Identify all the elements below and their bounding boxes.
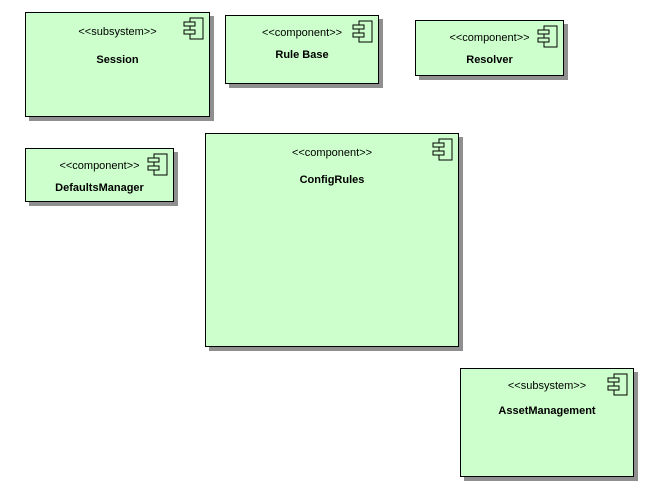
- component-defaultsmanager[interactable]: <<component>> DefaultsManager: [25, 148, 174, 202]
- component-resolver[interactable]: <<component>> Resolver: [415, 20, 564, 76]
- stereotype-label: <<subsystem>>: [78, 26, 157, 38]
- component-configrules[interactable]: <<component>> ConfigRules: [205, 133, 459, 347]
- stereotype-label: <<component>>: [449, 32, 530, 44]
- uml-component-icon: [607, 373, 628, 396]
- stereotype-label: <<component>>: [291, 147, 373, 159]
- component-name: ConfigRules: [299, 174, 365, 186]
- uml-component-icon: [147, 153, 168, 176]
- component-assetmanagement[interactable]: <<subsystem>> AssetManagement: [460, 368, 634, 477]
- uml-component-icon: [352, 20, 373, 43]
- stereotype-label: <<component>>: [261, 27, 343, 39]
- uml-component-icon: [183, 17, 204, 40]
- component-name: Session: [96, 54, 139, 66]
- uml-component-icon: [537, 25, 558, 48]
- component-name: DefaultsManager: [55, 182, 144, 194]
- stereotype-label: <<subsystem>>: [507, 380, 587, 392]
- stereotype-label: <<component>>: [59, 160, 140, 172]
- component-name: AssetManagement: [498, 405, 596, 417]
- component-session[interactable]: <<subsystem>> Session: [25, 12, 210, 117]
- component-name: Rule Base: [275, 49, 329, 61]
- uml-component-icon: [432, 138, 453, 161]
- component-rule-base[interactable]: <<component>> Rule Base: [225, 15, 379, 84]
- component-name: Resolver: [466, 54, 513, 66]
